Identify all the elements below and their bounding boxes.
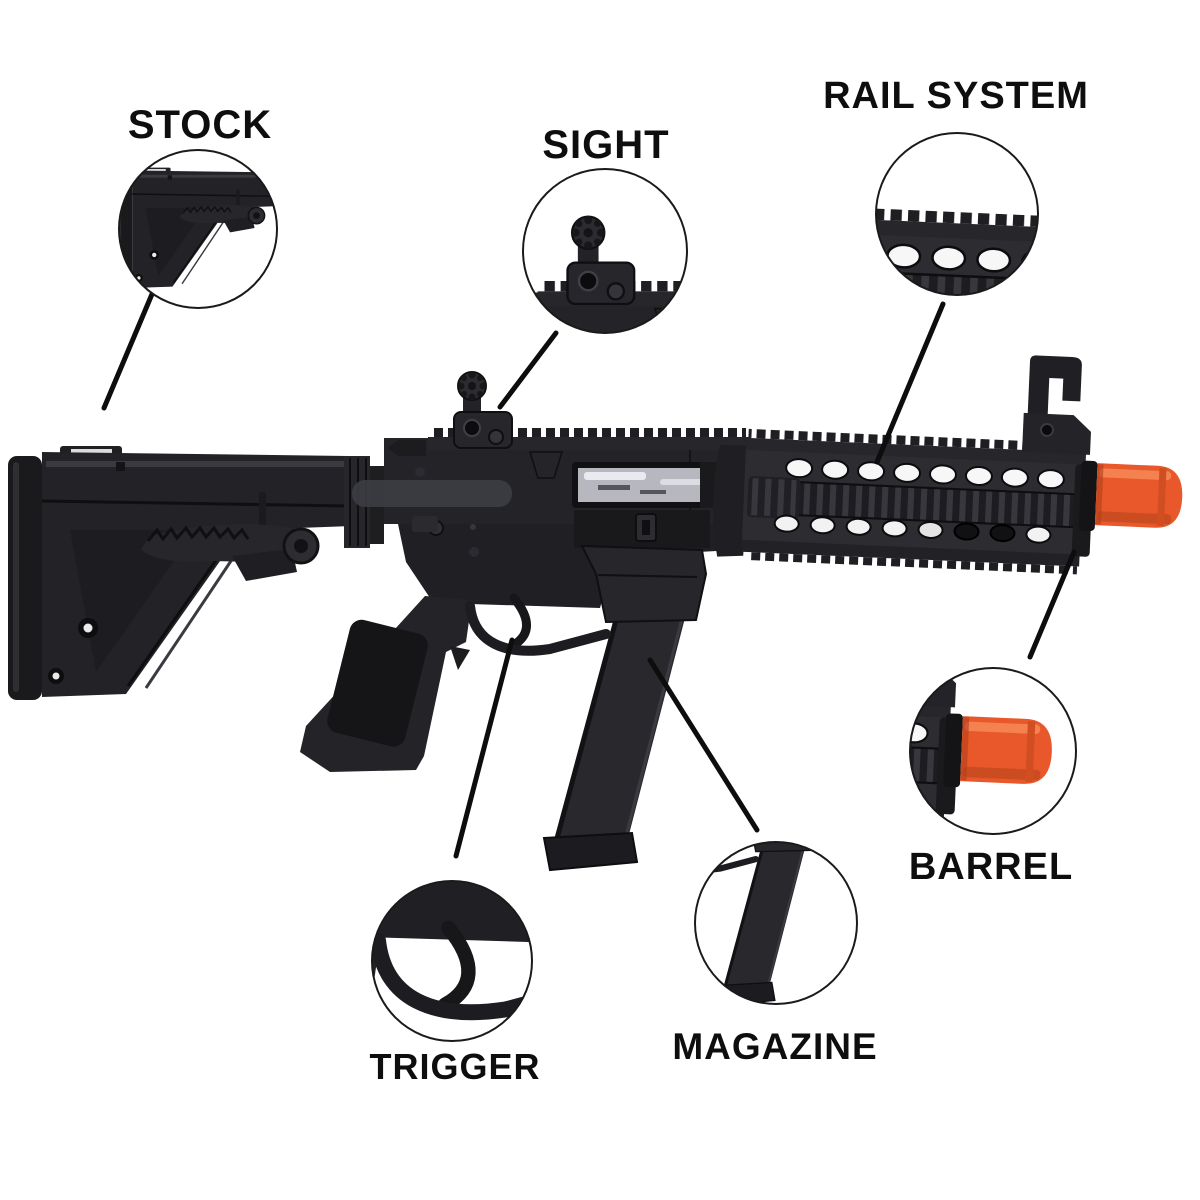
label-magazine: MAGAZINE <box>672 1026 877 1067</box>
leader-trigger <box>453 637 515 859</box>
label-stock: STOCK <box>128 103 272 147</box>
label-rail-system: RAIL SYSTEM <box>823 75 1089 117</box>
label-sight: SIGHT <box>542 123 669 167</box>
callout-barrel <box>909 667 1077 835</box>
callout-stock <box>118 149 278 309</box>
callout-trigger <box>371 880 533 1042</box>
leader-sight <box>497 330 559 410</box>
leader-rail-system <box>874 301 946 465</box>
callout-magazine <box>694 841 858 1005</box>
label-trigger: TRIGGER <box>369 1046 540 1087</box>
leader-lines <box>101 284 1077 859</box>
callout-sight <box>522 168 688 334</box>
callout-rail-system <box>875 132 1039 296</box>
label-barrel: BARREL <box>909 846 1073 888</box>
leader-magazine <box>647 657 760 833</box>
leader-stock <box>101 284 158 411</box>
leader-barrel <box>1027 549 1077 660</box>
